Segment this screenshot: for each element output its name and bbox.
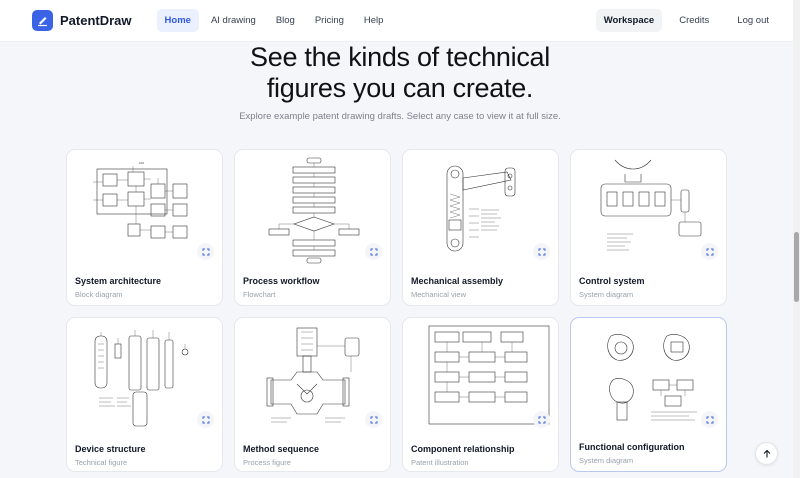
example-card-control-system[interactable]: Control system System diagram: [570, 149, 727, 306]
flowchart-thumbnail: [241, 154, 386, 264]
nav-pricing-link[interactable]: Pricing: [314, 15, 344, 26]
card-title: System architecture: [75, 276, 162, 286]
relationship-diagram-thumbnail: [409, 322, 554, 432]
expand-icon[interactable]: [701, 243, 718, 260]
expand-icon[interactable]: [533, 243, 550, 260]
nav-actions: Workspace Credits Log out: [595, 9, 780, 32]
page-scrollbar[interactable]: [793, 0, 800, 478]
nav-links: Home AI drawing Blog Pricing Help: [156, 9, 392, 32]
svg-text:100: 100: [139, 161, 144, 165]
card-subtitle: Process figure: [243, 458, 291, 467]
brand[interactable]: PatentDraw: [32, 10, 132, 31]
card-subtitle: System diagram: [579, 290, 634, 299]
example-grid: 100 System architecture Block diagram: [66, 149, 727, 472]
page-title-line-1: See the kinds of technical: [250, 42, 550, 72]
example-card-mechanical-assembly[interactable]: Mechanical assembly Mechanical view: [402, 149, 559, 306]
nav-blog-link[interactable]: Blog: [275, 15, 295, 26]
exploded-device-thumbnail: [73, 322, 218, 432]
scroll-to-top-button[interactable]: [755, 442, 778, 465]
credits-link[interactable]: Credits: [679, 15, 710, 26]
card-title: Functional configuration: [579, 442, 685, 452]
arrow-up-icon: [763, 449, 770, 457]
expand-icon[interactable]: [701, 411, 718, 428]
nav-help-link[interactable]: Help: [363, 15, 384, 26]
card-subtitle: Flowchart: [243, 290, 276, 299]
expand-icon[interactable]: [197, 243, 214, 260]
control-system-thumbnail: [577, 154, 722, 264]
logout-link[interactable]: Log out: [737, 15, 769, 26]
expand-icon[interactable]: [533, 411, 550, 428]
nav-ai-drawing-link[interactable]: AI drawing: [210, 15, 256, 26]
valve-thumbnail: [241, 322, 386, 432]
nav-home-link[interactable]: Home: [156, 9, 199, 32]
card-subtitle: Technical figure: [75, 458, 128, 467]
card-subtitle: Block diagram: [75, 290, 123, 299]
expand-icon[interactable]: [365, 243, 382, 260]
card-title: Device structure: [75, 444, 146, 454]
page-subtitle: Explore example patent drawing drafts. S…: [239, 111, 561, 122]
card-subtitle: Mechanical view: [411, 290, 467, 299]
example-card-process-workflow[interactable]: Process workflow Flowchart: [234, 149, 391, 306]
top-navbar: PatentDraw Home AI drawing Blog Pricing …: [0, 0, 800, 42]
example-card-device-structure[interactable]: Device structure Technical figure: [66, 317, 223, 472]
expand-icon[interactable]: [197, 411, 214, 428]
card-subtitle: Patent illustration: [411, 458, 469, 467]
page-title-line-2: figures you can create.: [266, 73, 534, 103]
pen-logo-icon: [32, 10, 53, 31]
expand-icon[interactable]: [365, 411, 382, 428]
card-subtitle: System diagram: [579, 456, 634, 465]
card-title: Component relationship: [411, 444, 515, 454]
block-diagram-thumbnail: 100: [73, 154, 218, 264]
page-title: See the kinds of technical figures you c…: [0, 42, 800, 104]
scrollbar-thumb[interactable]: [794, 232, 799, 302]
example-card-system-architecture[interactable]: 100 System architecture Block diagram: [66, 149, 223, 306]
card-title: Method sequence: [243, 444, 320, 454]
workspace-button[interactable]: Workspace: [595, 9, 663, 32]
brand-name: PatentDraw: [60, 13, 132, 28]
example-card-functional-configuration[interactable]: Functional configuration System diagram: [570, 317, 727, 472]
card-title: Mechanical assembly: [411, 276, 504, 286]
card-title: Control system: [579, 276, 645, 286]
card-title: Process workflow: [243, 276, 320, 286]
functional-config-thumbnail: [577, 322, 722, 432]
example-card-component-relationship[interactable]: Component relationship Patent illustrati…: [402, 317, 559, 472]
mechanical-thumbnail: [409, 154, 554, 264]
example-card-method-sequence[interactable]: Method sequence Process figure: [234, 317, 391, 472]
